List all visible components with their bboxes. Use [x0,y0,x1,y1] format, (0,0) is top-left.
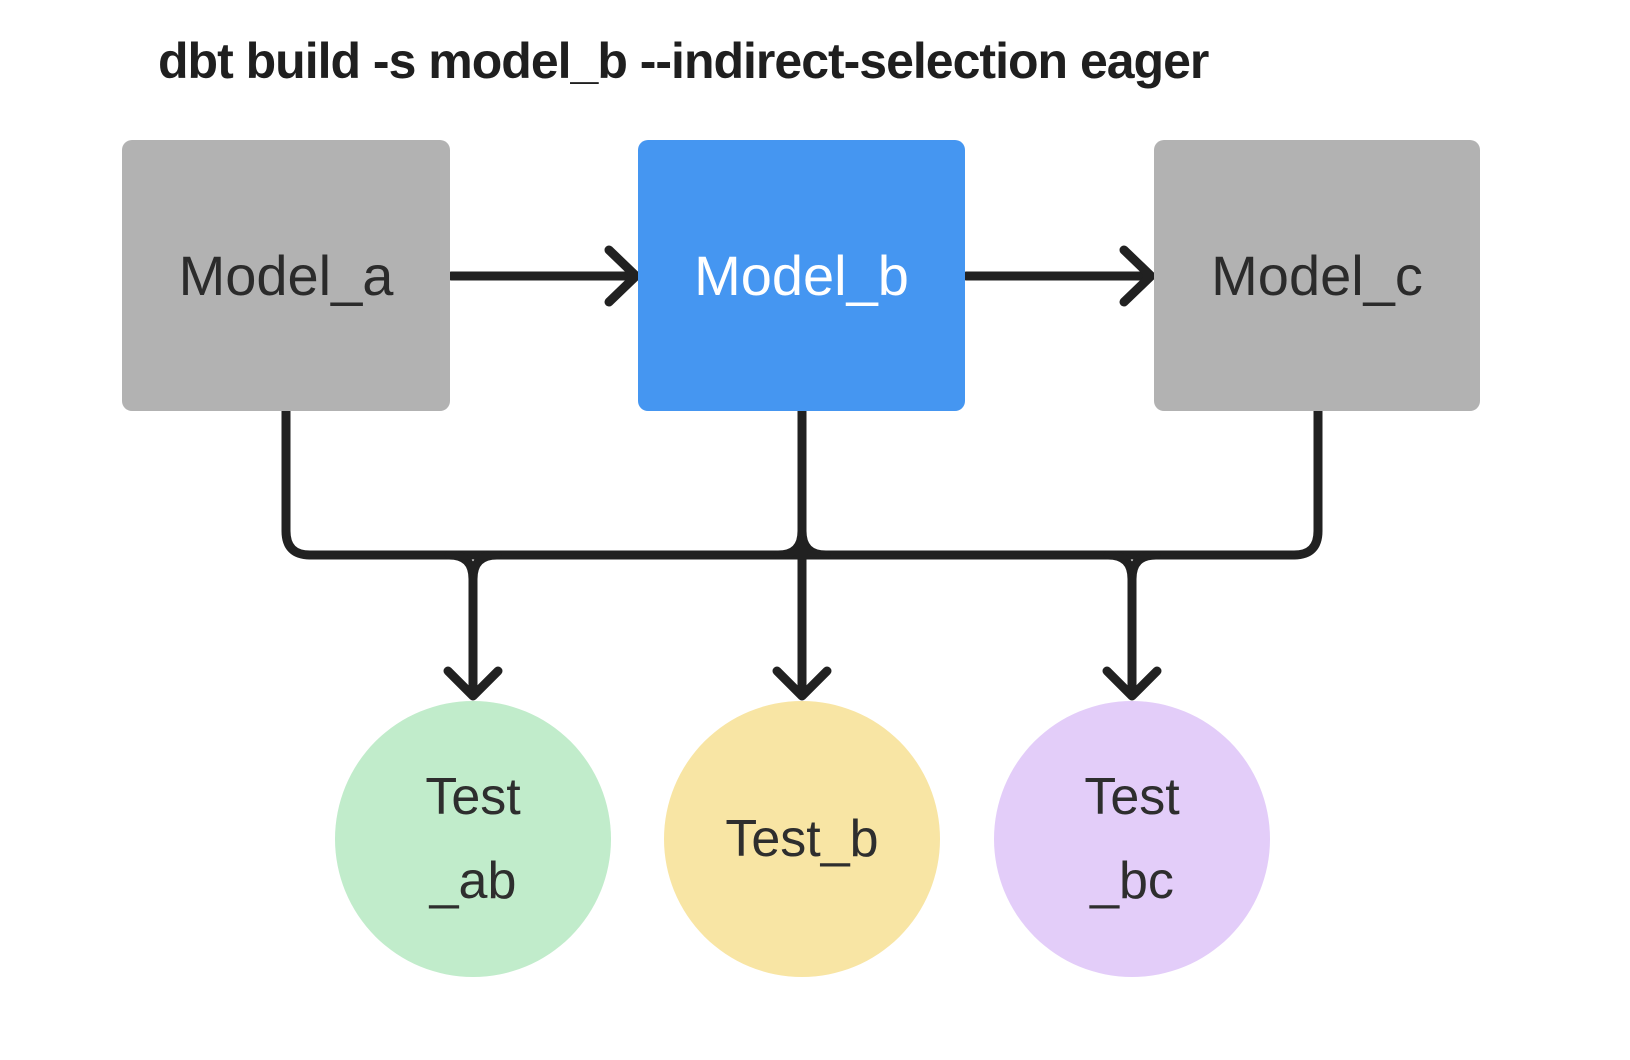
test-ab-node: Test _ab [335,701,611,977]
test-ab-label-line1: Test [425,768,521,826]
edge-bus-to-test-ab [443,574,503,701]
test-ab-label-line2: _ab [429,852,517,910]
edge-model-b-to-model-c [961,245,1156,307]
junction-fillet [1127,550,1161,584]
test-b-label: Test_b [725,810,879,868]
edge-bus-to-test-bc [1102,574,1162,701]
test-bc-label-line2: _bc [1090,852,1174,910]
arrowhead-right-icon [1119,245,1156,307]
diagram-title: dbt build -s model_b --indirect-selectio… [158,33,1209,89]
junction-fillet [468,550,502,584]
arrowhead-down-icon [443,666,503,701]
drop-from-model-c [1289,406,1323,560]
model-b-node: Model_b [638,140,965,411]
test-bc-node: Test _bc [994,701,1270,977]
edge-model-b-to-test-b [772,406,832,701]
arrowhead-right-icon [604,245,641,307]
model-a-node: Model_a [122,140,450,411]
arrowhead-down-icon [1102,666,1162,701]
arrowhead-down-icon [772,666,832,701]
test-bc-label-line1: Test [1084,768,1180,826]
model-c-node: Model_c [1154,140,1480,411]
model-c-label: Model_c [1211,244,1423,307]
edge-model-a-to-model-b [446,245,641,307]
model-a-label: Model_a [178,244,394,307]
drop-from-model-a [281,406,315,560]
test-b-node: Test_b [664,701,940,977]
model-b-label: Model_b [694,244,909,307]
